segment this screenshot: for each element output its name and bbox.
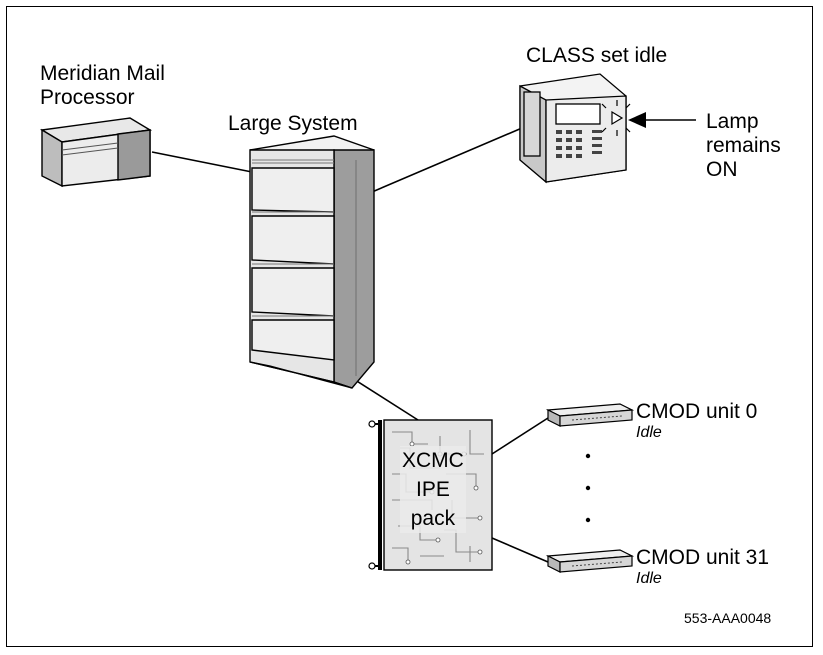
pack-label-line3: pack bbox=[410, 507, 456, 530]
lamp-on-indicator bbox=[601, 100, 631, 136]
meridian-mail-label-line1: Meridian Mail bbox=[40, 62, 165, 85]
ellipsis-dots bbox=[585, 453, 591, 523]
class-set-label: CLASS set idle bbox=[526, 44, 668, 67]
large-system-label: Large System bbox=[228, 112, 358, 135]
figure-id-label: 553-AAA0048 bbox=[684, 610, 772, 626]
cmod-unit-31-device bbox=[545, 549, 635, 573]
lamp-label-line1: Lamp bbox=[706, 110, 759, 133]
lamp-arrow-head bbox=[628, 112, 646, 128]
link-system-to-phone bbox=[371, 127, 523, 193]
meridian-mail-processor bbox=[39, 117, 153, 188]
cmod-unit-31-state: Idle bbox=[636, 570, 662, 587]
cmod-unit-31-label: CMOD unit 31 bbox=[636, 546, 770, 569]
lamp-label-line2: remains bbox=[706, 134, 781, 157]
xcmc-pack-label: XCMC IPE pack bbox=[400, 446, 466, 533]
link-pack-to-cmod31 bbox=[491, 537, 549, 563]
diagram-frame bbox=[6, 6, 813, 647]
meridian-mail-label-line2: Processor bbox=[40, 86, 135, 109]
link-pack-to-cmod0 bbox=[491, 417, 549, 455]
large-system-cabinet bbox=[249, 135, 375, 389]
link-mail-to-system bbox=[151, 151, 253, 173]
cmod-unit-0-state: Idle bbox=[636, 424, 662, 441]
link-system-to-pack bbox=[351, 377, 419, 421]
connection-lines bbox=[151, 119, 696, 563]
lamp-label-line3: ON bbox=[706, 158, 738, 181]
pack-label-line2: IPE bbox=[415, 478, 450, 501]
cmod-unit-0-device bbox=[545, 403, 635, 427]
class-telephone-set bbox=[519, 73, 627, 184]
pack-label-line1: XCMC bbox=[402, 449, 464, 472]
cmod-unit-0-label: CMOD unit 0 bbox=[636, 400, 758, 423]
